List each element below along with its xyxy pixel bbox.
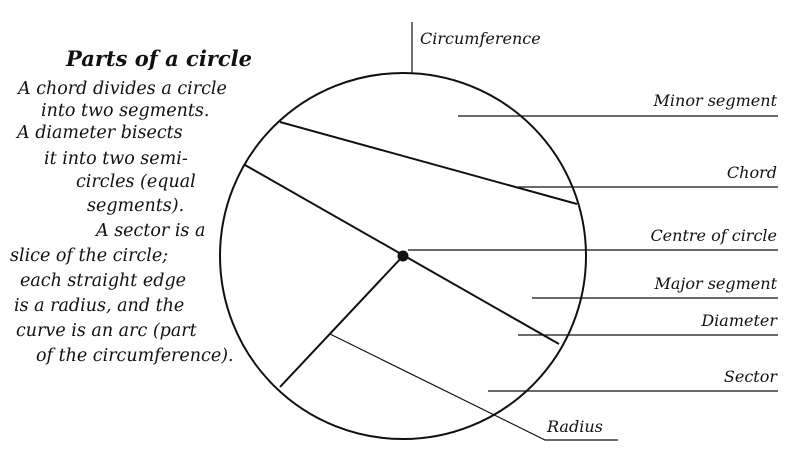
radius-leader [329,333,618,441]
label-radius: Radius [546,417,603,436]
label-circumference: Circumference [420,29,541,48]
label-sector: Sector [724,367,778,386]
description-line-9: each straight edge [20,271,187,291]
description-line-11: curve is an arc (part [16,321,197,341]
description-line-10: is a radius, and the [14,296,185,316]
description-line-4: it into two semi- [44,149,188,169]
label-major-segment: Major segment [653,274,777,293]
label-diameter: Diameter [700,311,778,330]
description-line-3: A diameter bisects [17,123,183,143]
label-centre: Centre of circle [650,226,777,245]
description-line-2: into two segments. [41,101,210,121]
radius-line [279,255,404,388]
chord-line [279,121,578,205]
description-line-8: slice of the circle; [10,246,169,266]
circle-outline [219,72,587,440]
description-line-1: A chord divides a circle [18,79,227,99]
description-line-6: segments). [87,196,185,216]
label-chord: Chord [727,163,777,182]
label-minor-segment: Minor segment [653,91,778,110]
centre-dot [397,250,409,262]
description-line-5: circles (equal [76,172,196,192]
description-line-12: of the circumference). [36,346,234,366]
diagram-title: Parts of a circle [66,46,252,71]
description-line-7: A sector is a [96,221,206,241]
